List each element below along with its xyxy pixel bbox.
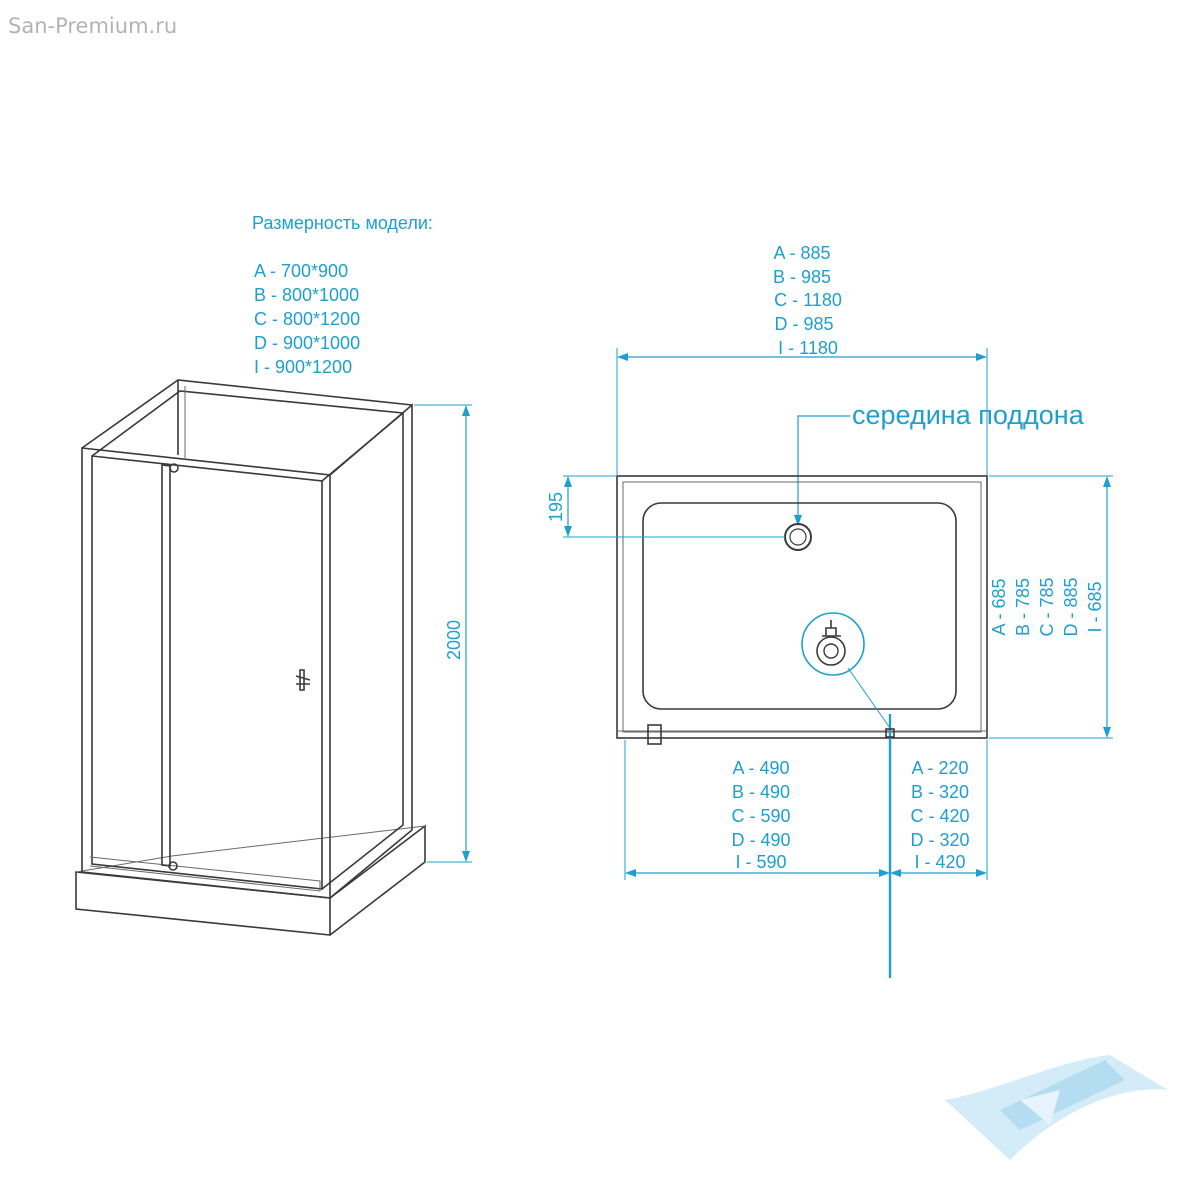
mixer-core (823, 643, 839, 659)
top-back-edges (81, 379, 413, 449)
tray-corner-fitting (647, 724, 662, 745)
tray-top-edge (75, 825, 426, 873)
mixer-body (816, 636, 846, 666)
height-dim-label: 2000 (444, 620, 464, 660)
tray-plan-view: A - 885 B - 985 C - 1180 D - 985 I - 118… (546, 243, 1113, 978)
tray-outer-outline (616, 475, 988, 739)
drain-outer-ring (784, 523, 812, 551)
bottom-right-dim-label: I - 420 (914, 852, 965, 872)
model-size-item: A - 700*900 (254, 261, 348, 281)
front-bottom-rail (89, 856, 321, 892)
logo-highlight (1020, 1090, 1060, 1125)
drain-symbol (784, 523, 812, 551)
mixer-ring (801, 612, 865, 676)
model-size-item: C - 800*1200 (254, 309, 360, 329)
front-frame-inner (91, 455, 323, 890)
mixer-stem (822, 620, 841, 637)
tray-side-face (329, 824, 426, 936)
top-dim-label: C - 1180 (774, 290, 842, 310)
bottom-dim-arrows (625, 869, 987, 877)
model-sizes-title: Размерность модели: (252, 213, 433, 233)
drain-offset-label: 195 (546, 492, 566, 522)
top-dim-label: B - 985 (773, 267, 831, 287)
side-frame-outer (329, 403, 413, 899)
bathtub-logo (945, 1055, 1168, 1160)
bottom-left-dim-label: C - 590 (731, 806, 790, 826)
tray-front-face (75, 871, 331, 936)
axis-marker (885, 728, 895, 738)
center-label: середина поддона (852, 400, 1085, 430)
model-size-item: D - 900*1000 (254, 333, 360, 353)
side-frame-inner (321, 411, 404, 890)
bottom-right-dim-label: B - 320 (911, 782, 969, 802)
mixer-leader (847, 667, 891, 729)
door-roller-top (169, 463, 179, 473)
model-size-item: I - 900*1200 (254, 357, 352, 377)
bottom-left-dim-label: D - 490 (731, 830, 790, 850)
side-dim-label: A - 685 (989, 578, 1009, 635)
center-leader-arrow (794, 515, 802, 526)
bottom-right-dim-label: A - 220 (911, 758, 968, 778)
tray-basin (642, 502, 957, 710)
door-roller-bottom (168, 861, 178, 871)
shower-cabin-view: 2000 (75, 379, 472, 936)
top-width-dims: A - 885 B - 985 C - 1180 D - 985 I - 118… (616, 243, 988, 475)
top-dim-label: D - 985 (774, 314, 833, 334)
logo-tub (1000, 1060, 1125, 1130)
door-profile (161, 464, 171, 867)
side-dim-labels: A - 685 B - 785 C - 785 D - 885 I - 685 (989, 577, 1105, 636)
bottom-left-dim-label: I - 590 (735, 852, 786, 872)
center-leader-line (797, 415, 850, 520)
tray-rim (622, 481, 982, 733)
mixer-symbol (801, 612, 891, 729)
top-dim-label: I - 1180 (778, 338, 838, 358)
side-dim-label: C - 785 (1037, 577, 1057, 636)
bottom-left-dim-label: A - 490 (732, 758, 789, 778)
bottom-left-dim-label: B - 490 (732, 782, 790, 802)
bottom-left-dim-labels: A - 490 B - 490 C - 590 D - 490 I - 590 (731, 758, 790, 872)
model-size-item: B - 800*1000 (254, 285, 359, 305)
top-dim-label: A - 885 (773, 243, 830, 263)
door-handle (295, 669, 311, 691)
side-dim-label: D - 885 (1061, 577, 1081, 636)
bottom-right-dim-label: D - 320 (910, 830, 969, 850)
model-sizes-legend: Размерность модели: A - 700*900 B - 800*… (252, 213, 433, 377)
side-dim-label: B - 785 (1013, 578, 1033, 636)
bottom-right-dim-labels: A - 220 B - 320 C - 420 D - 320 I - 420 (910, 758, 969, 872)
top-back-inner (91, 390, 404, 457)
front-frame-outer (81, 447, 331, 899)
watermark-text: San-Premium.ru (8, 14, 177, 38)
side-dim-label: I - 685 (1085, 581, 1105, 632)
bottom-right-dim-label: C - 420 (910, 806, 969, 826)
drain-inner-ring (789, 528, 807, 546)
